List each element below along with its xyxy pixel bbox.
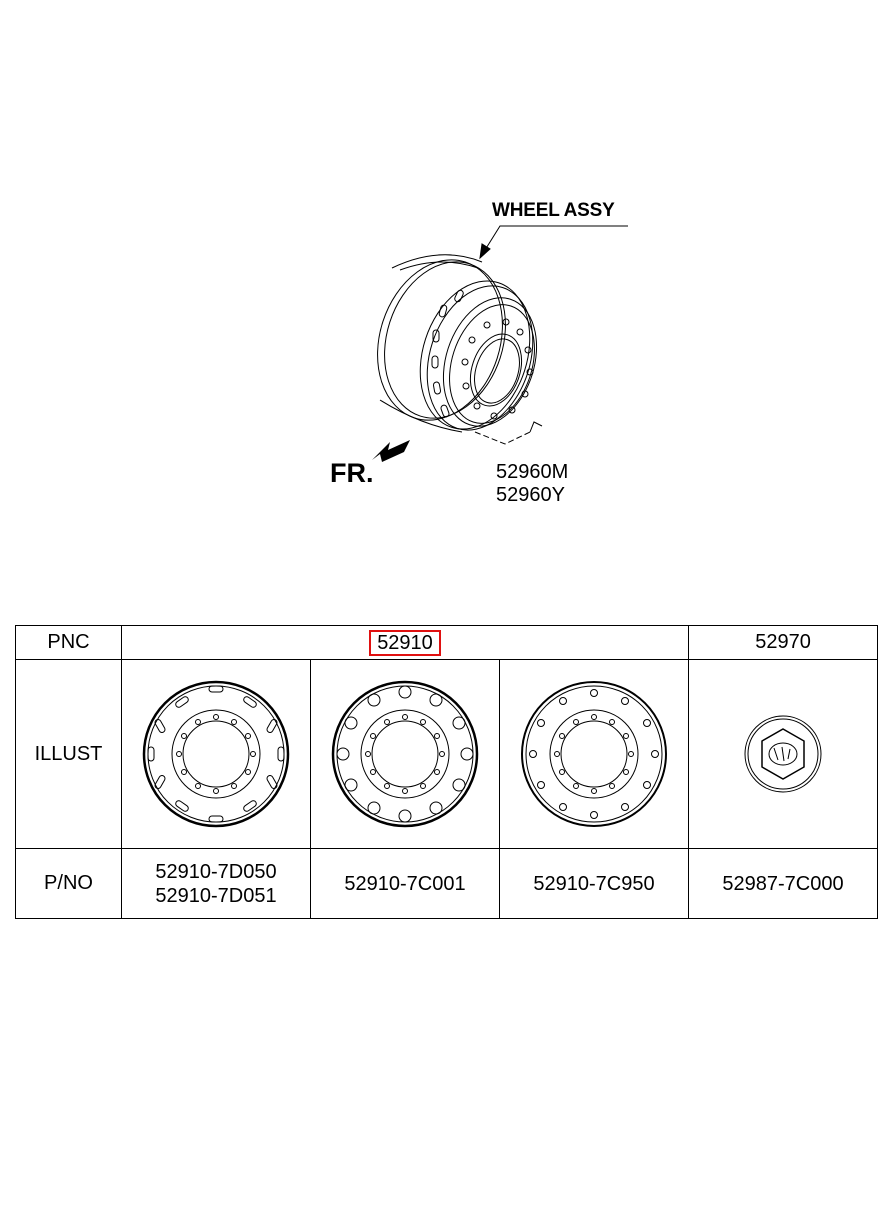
illust-cell	[121, 659, 311, 849]
part-number[interactable]: 52910-7C001	[344, 872, 466, 895]
parts-table: PNC 52910 52970 ILLUST	[15, 625, 879, 919]
part-number[interactable]: 52910-7D050	[155, 860, 277, 883]
wheel-small-holes-icon	[521, 681, 667, 827]
illust-cell	[310, 659, 500, 849]
highlighted-pnc[interactable]: 52910	[369, 629, 441, 656]
part-number[interactable]: 52910-7C950	[533, 872, 655, 895]
illust-cell	[498, 659, 690, 849]
wheel-assembly-drawing	[372, 225, 628, 462]
wheel-oval-slots-icon	[142, 680, 290, 828]
pnc-row: PNC 52910 52970	[15, 625, 879, 660]
pno-cell: 52910-7C001	[310, 848, 500, 919]
part-number[interactable]: 52910-7D051	[155, 884, 277, 907]
row-header-pnc: PNC	[15, 625, 122, 660]
pno-cell: 52910-7C950	[498, 848, 690, 919]
front-direction-arrow	[372, 440, 410, 462]
pno-row: P/NO 52910-7D050 52910-7D051 52910-7C001…	[15, 848, 879, 919]
wheel-assy-leader-arrow	[479, 243, 491, 260]
wheel-assembly-diagram: WHEEL ASSY 52960M 52960Y FR.	[0, 0, 886, 560]
front-direction-label: FR.	[330, 458, 374, 488]
pnc-cell[interactable]: 52970	[688, 625, 879, 660]
illust-cell	[688, 659, 879, 849]
pnc-cell: 52910	[120, 625, 690, 660]
part-number[interactable]: 52987-7C000	[722, 872, 844, 895]
part-code-label: 52960M	[496, 461, 569, 483]
wheel-assy-label: WHEEL ASSY	[492, 200, 615, 221]
hub-cap-icon	[744, 715, 822, 793]
pno-cell: 52910-7D050 52910-7D051	[121, 848, 311, 919]
part-code-label: 52960Y	[496, 484, 565, 506]
row-header-illust: ILLUST	[15, 659, 122, 849]
wheel-assy-leader-line	[479, 225, 628, 259]
row-header-pno: P/NO	[15, 848, 122, 919]
wheel-round-holes-icon	[331, 680, 479, 828]
pno-cell: 52987-7C000	[688, 848, 879, 919]
illust-row: ILLUST	[15, 659, 879, 849]
